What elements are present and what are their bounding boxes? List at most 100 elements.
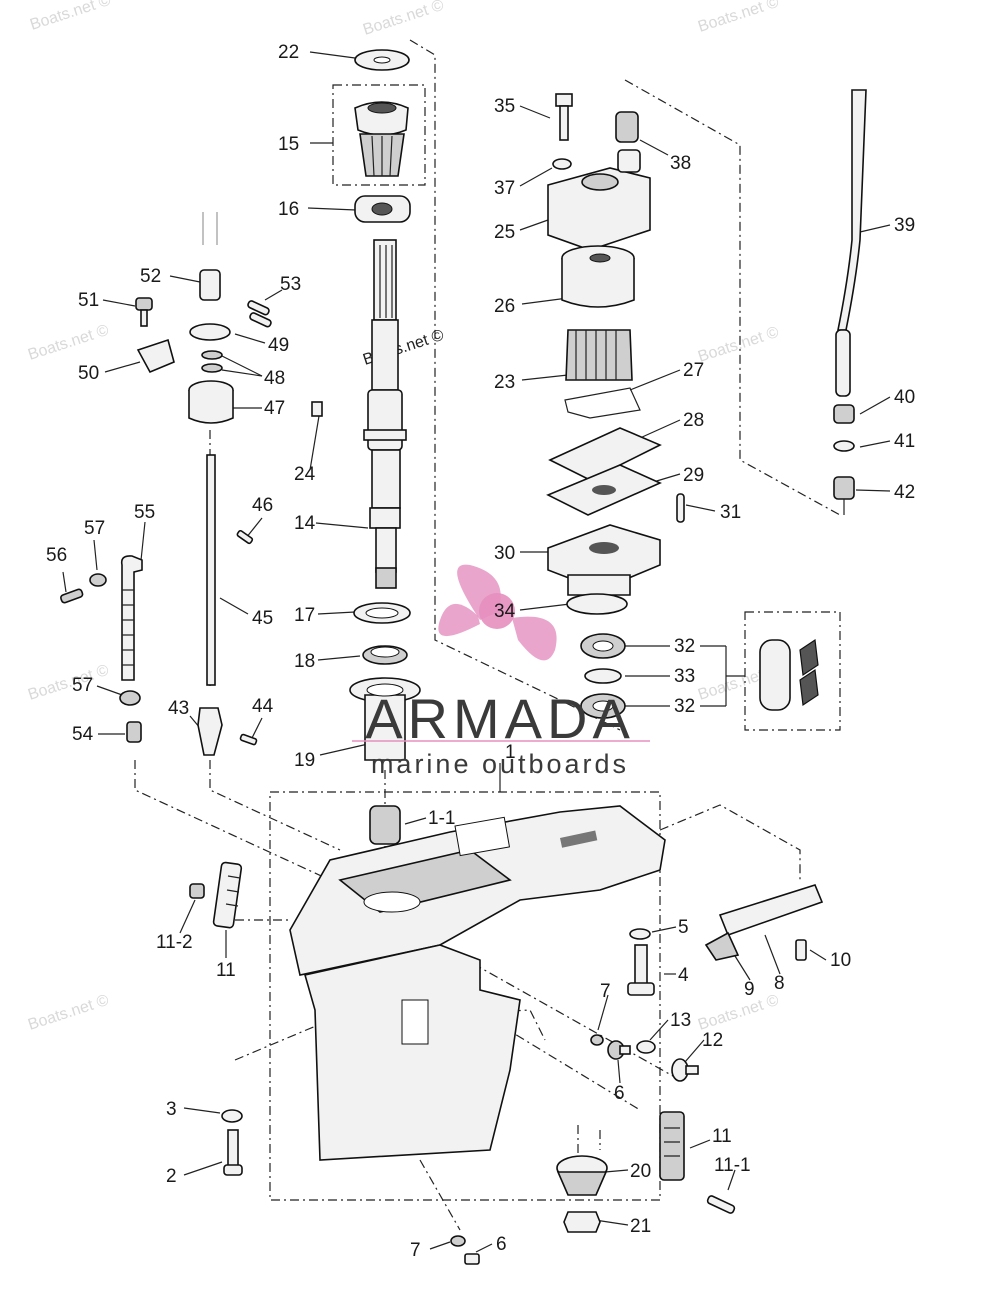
- watermark-text: Boats.net ©: [696, 0, 781, 36]
- part-37-washer: [552, 158, 572, 170]
- callout-18: 18: [294, 651, 315, 672]
- part-31-dowel-pin: [676, 493, 685, 523]
- part-14-drive-shaft: [363, 239, 407, 589]
- callout-11-1: 11-1: [714, 1155, 751, 1176]
- part-27-gasket: [564, 387, 641, 419]
- watermark-text: Boats.net ©: [26, 322, 111, 364]
- part-43-shift-cam: [197, 707, 223, 756]
- callout-46: 46: [252, 495, 273, 516]
- callout-55: 55: [134, 502, 155, 523]
- callout-42: 42: [894, 482, 915, 503]
- callout-29: 29: [683, 465, 704, 486]
- part-32-bearing-upper: [580, 633, 626, 659]
- part-56-fitting: [60, 588, 84, 604]
- part-57-clamp: [89, 573, 107, 587]
- part-46-screw: [236, 529, 254, 545]
- part-7-washer: [590, 1034, 604, 1046]
- part-22-washer: [354, 49, 410, 71]
- callout-17: 17: [294, 605, 315, 626]
- callout-20: 20: [630, 1161, 651, 1182]
- part-42-fitting: [833, 476, 855, 515]
- callout-6-lower: 6: [496, 1234, 507, 1255]
- part-25-pump-housing: [547, 149, 651, 251]
- callout-38: 38: [670, 153, 691, 174]
- callout-19: 19: [294, 750, 315, 771]
- brand-tagline: marine outboards: [371, 749, 629, 779]
- callout-1: 1: [505, 742, 516, 763]
- callout-7-upper: 7: [600, 981, 611, 1002]
- part-11-2-nut: [189, 883, 205, 899]
- callout-11-lower: 11: [712, 1126, 732, 1147]
- part-49-o-ring: [189, 323, 231, 341]
- callout-10: 10: [830, 950, 851, 971]
- part-40-grommet: [833, 404, 855, 424]
- part-55-hose: [120, 555, 143, 681]
- part-6-plug: [607, 1040, 631, 1060]
- callout-13: 13: [670, 1010, 691, 1031]
- part-48-o-rings: [201, 350, 223, 373]
- callout-31: 31: [720, 502, 741, 523]
- callout-3: 3: [166, 1099, 177, 1120]
- part-53-pins: [247, 300, 272, 328]
- part-21-nut: [563, 1211, 601, 1233]
- part-44-pin: [239, 733, 258, 746]
- part-33-washer: [584, 668, 622, 684]
- callout-44: 44: [252, 696, 274, 717]
- callout-11-upper: 11: [216, 960, 236, 981]
- callout-40: 40: [894, 387, 915, 408]
- part-57-clamp-lower: [119, 690, 141, 706]
- part-11-1-bolt: [706, 1195, 736, 1214]
- callout-45: 45: [252, 608, 273, 629]
- part-16-bearing: [354, 195, 411, 223]
- callout-52: 52: [140, 266, 161, 287]
- callout-51: 51: [78, 290, 99, 311]
- part-15-pinion-gear: [354, 101, 409, 177]
- callout-27: 27: [683, 360, 704, 381]
- callout-43: 43: [168, 698, 189, 719]
- callout-14: 14: [294, 513, 316, 534]
- callout-54: 54: [72, 724, 94, 745]
- watermark-text: Boats.net ©: [696, 992, 781, 1034]
- callout-12: 12: [702, 1030, 723, 1051]
- callout-47: 47: [264, 398, 285, 419]
- part-52-connector: [199, 212, 221, 301]
- part-3-washer: [221, 1109, 243, 1123]
- callout-34: 34: [494, 601, 516, 622]
- part-6-plug-lower: [464, 1253, 480, 1265]
- part-11-anode-lower: [659, 1111, 685, 1181]
- callout-48: 48: [264, 368, 285, 389]
- watermark-text: Boats.net ©: [26, 992, 111, 1034]
- part-10-screw: [795, 939, 807, 961]
- part-1-gearcase: [289, 805, 666, 1161]
- callout-57: 57: [84, 518, 105, 539]
- callout-leaders: [62, 51, 891, 1253]
- callout-37: 37: [494, 178, 515, 199]
- watermark-text: Boats.net ©: [696, 324, 781, 366]
- part-7-washer-lower: [450, 1235, 466, 1247]
- callout-25: 25: [494, 222, 515, 243]
- callout-8: 8: [774, 973, 785, 994]
- part-35-bolt: [555, 93, 573, 141]
- callout-4: 4: [678, 965, 689, 986]
- part-30-pump-base: [547, 524, 661, 596]
- part-45-shift-rod: [206, 454, 216, 686]
- part-23-impeller: [565, 329, 633, 381]
- part-41-washer: [833, 440, 855, 452]
- part-9-clip: [704, 931, 740, 961]
- part-32-bearing-lower: [580, 693, 626, 719]
- brand-name: ARMADA: [365, 687, 635, 750]
- callout-32-lower: 32: [674, 696, 695, 717]
- callout-39: 39: [894, 215, 915, 236]
- part-54-fitting: [126, 721, 142, 743]
- part-20-gear: [556, 1155, 608, 1196]
- part-1-1-bushing: [369, 805, 401, 845]
- callout-2: 2: [166, 1166, 177, 1187]
- part-5-washer: [629, 928, 651, 940]
- callout-28: 28: [683, 410, 704, 431]
- armada-logo: [438, 564, 557, 661]
- part-26-insert-cartridge: [561, 245, 635, 308]
- part-50-bracket: [136, 338, 175, 374]
- callout-49: 49: [268, 335, 289, 356]
- callout-7-lower: 7: [410, 1240, 421, 1261]
- inset-bearing-tool: [759, 638, 819, 711]
